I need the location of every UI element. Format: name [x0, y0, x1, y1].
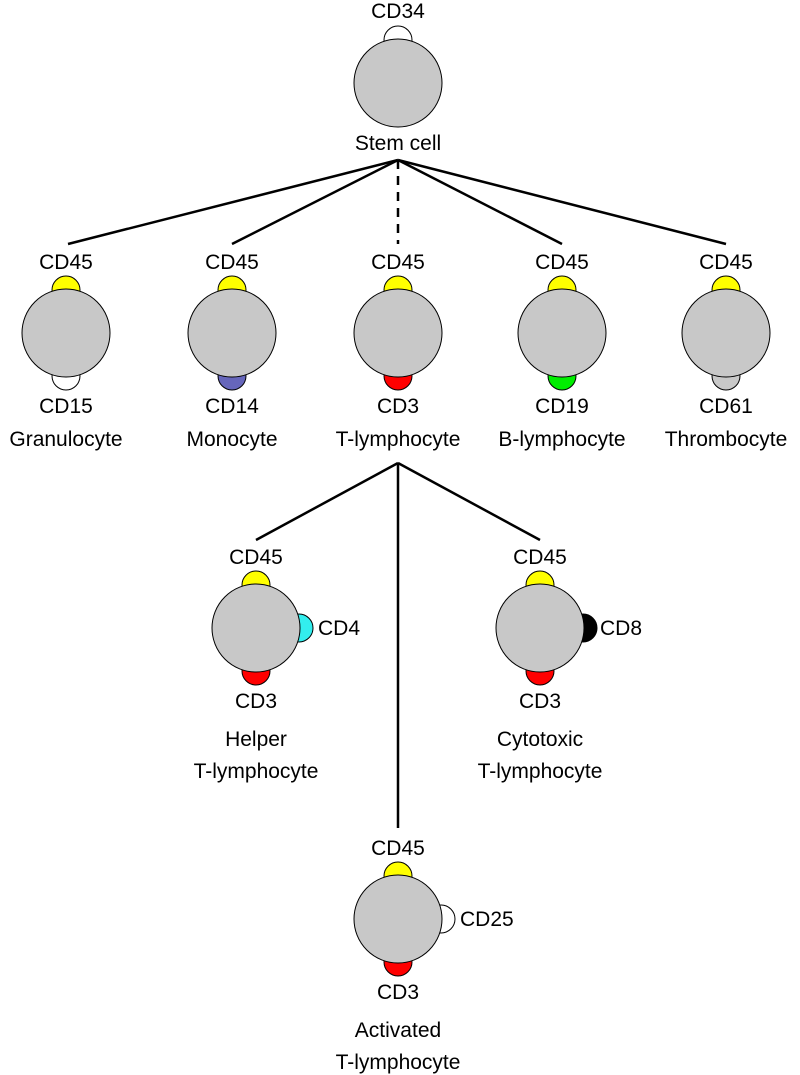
edge-t-lymphocyte-to-helper [255, 461, 399, 542]
b-lymphocyte-cell-body [517, 288, 607, 378]
thrombocyte-marker-bottom-label: CD61 [699, 395, 753, 418]
cytotoxic-marker-side-label: CD8 [600, 617, 642, 640]
helper-name-line2: T-lymphocyte [194, 760, 319, 783]
helper-marker-top-label: CD45 [229, 546, 283, 569]
t-lymphocyte-marker-top-label: CD45 [371, 251, 425, 274]
b-lymphocyte-marker-bottom-label: CD19 [535, 395, 589, 418]
activated-name-line2: T-lymphocyte [336, 1051, 461, 1074]
t-lymphocyte-name: T-lymphocyte [336, 428, 461, 451]
edge-stem-to-granulocyte [67, 158, 399, 246]
thrombocyte-name: Thrombocyte [665, 428, 788, 451]
b-lymphocyte-name: B-lymphocyte [498, 428, 625, 451]
granulocyte-marker-top-label: CD45 [39, 251, 93, 274]
granulocyte-name: Granulocyte [9, 428, 122, 451]
b-lymphocyte-marker-top-label: CD45 [535, 251, 589, 274]
t-lymphocyte-cell: CD45 CD3 T-lymphocyte [336, 251, 461, 451]
monocyte-cell: CD45 CD14 Monocyte [186, 251, 277, 451]
cytotoxic-marker-bottom-label: CD3 [519, 690, 561, 713]
activated-marker-side-label: CD25 [460, 908, 514, 931]
edges [67, 158, 727, 828]
helper-t-lymphocyte-cell: CD45 CD4 CD3 Helper T-lymphocyte [194, 546, 361, 783]
t-lymphocyte-cell-body [353, 288, 443, 378]
monocyte-marker-top-label: CD45 [205, 251, 259, 274]
edge-t-lymphocyte-to-cytotoxic [397, 461, 541, 542]
granulocyte-cell: CD45 CD15 Granulocyte [9, 251, 122, 451]
cytotoxic-cell-body [495, 583, 585, 673]
edge-stem-to-monocyte [231, 158, 399, 246]
edge-stem-to-b-lymphocyte [397, 158, 563, 246]
activated-marker-top-label: CD45 [371, 837, 425, 860]
thrombocyte-cell: CD45 CD61 Thrombocyte [665, 251, 788, 451]
activated-marker-bottom-label: CD3 [377, 981, 419, 1004]
helper-marker-bottom-label: CD3 [235, 690, 277, 713]
helper-marker-side-label: CD4 [318, 617, 360, 640]
b-lymphocyte-cell: CD45 CD19 B-lymphocyte [498, 251, 625, 451]
t-lymphocyte-marker-bottom-label: CD3 [377, 395, 419, 418]
helper-cell-body [211, 583, 301, 673]
stem-cell: CD34 Stem cell [353, 0, 443, 155]
monocyte-name: Monocyte [186, 428, 277, 451]
monocyte-cell-body [187, 288, 277, 378]
cytotoxic-name-line2: T-lymphocyte [478, 760, 603, 783]
cytotoxic-t-lymphocyte-cell: CD45 CD8 CD3 Cytotoxic T-lymphocyte [478, 546, 642, 783]
helper-name-line1: Helper [225, 728, 287, 751]
stem-cell-body [353, 38, 443, 128]
activated-cell-body [353, 874, 443, 964]
stem-cell-name: Stem cell [355, 132, 441, 155]
edge-stem-to-thrombocyte [397, 158, 727, 246]
activated-name-line1: Activated [355, 1019, 441, 1042]
thrombocyte-marker-top-label: CD45 [699, 251, 753, 274]
granulocyte-marker-bottom-label: CD15 [39, 395, 93, 418]
thrombocyte-cell-body [681, 288, 771, 378]
monocyte-marker-bottom-label: CD14 [205, 395, 259, 418]
activated-t-lymphocyte-cell: CD45 CD25 CD3 Activated T-lymphocyte [336, 837, 514, 1074]
cytotoxic-name-line1: Cytotoxic [497, 728, 583, 751]
stem-marker-top-label: CD34 [371, 0, 425, 23]
granulocyte-cell-body [21, 288, 111, 378]
cytotoxic-marker-top-label: CD45 [513, 546, 567, 569]
